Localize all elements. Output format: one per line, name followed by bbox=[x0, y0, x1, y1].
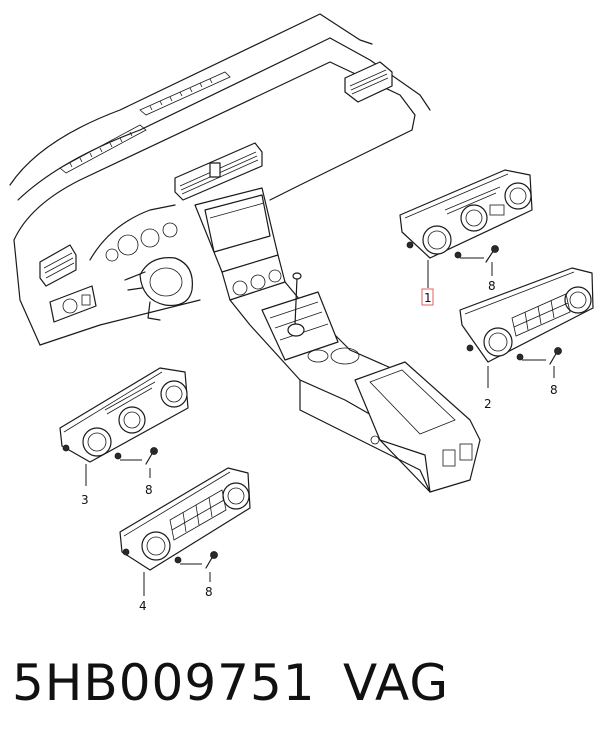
brand-label: VAG bbox=[343, 654, 450, 712]
climate-control-unit-4 bbox=[119, 467, 251, 571]
screw-icon bbox=[485, 245, 499, 263]
defrost-grille bbox=[59, 71, 231, 174]
instrument-cluster bbox=[89, 204, 178, 262]
callout-8b: 8 bbox=[550, 383, 558, 397]
rotary-knob-right bbox=[160, 380, 188, 408]
rotary-knob-right bbox=[504, 182, 532, 210]
rotary-knob-right bbox=[222, 482, 250, 510]
rotary-knob-center bbox=[460, 204, 488, 232]
callout-1-highlight-box bbox=[421, 288, 434, 306]
right-air-vent bbox=[344, 61, 393, 103]
part-number: 5HB009751 bbox=[12, 654, 316, 712]
part-caption: 5HB009751 VAG bbox=[0, 648, 600, 728]
button-grid bbox=[169, 489, 227, 541]
button-grid bbox=[511, 293, 571, 337]
screw-icon bbox=[145, 447, 158, 465]
dashboard-illustration bbox=[9, 13, 481, 493]
center-air-vents bbox=[174, 142, 263, 201]
rotary-knob-center bbox=[118, 406, 146, 434]
callout-8a: 8 bbox=[488, 279, 496, 293]
rotary-knob-right bbox=[564, 286, 592, 314]
left-air-vent bbox=[39, 244, 77, 287]
screw-icon bbox=[549, 347, 562, 365]
callout-8d: 8 bbox=[205, 585, 213, 599]
exploded-parts-diagram: 1 8 2 8 bbox=[9, 13, 594, 613]
climate-control-unit-2 bbox=[459, 267, 594, 363]
rotary-knob-left bbox=[483, 327, 513, 357]
rotary-knob-left bbox=[422, 225, 452, 255]
rotary-knob-left bbox=[141, 531, 171, 561]
center-console bbox=[229, 272, 481, 493]
steering-wheel-hub bbox=[124, 257, 193, 321]
callout-2: 2 bbox=[484, 397, 492, 411]
screw-icon bbox=[205, 551, 218, 569]
callout-4: 4 bbox=[139, 599, 147, 613]
callout-8c: 8 bbox=[145, 483, 153, 497]
center-stack bbox=[194, 187, 286, 301]
callout-1: 1 bbox=[424, 291, 432, 305]
light-switch-panel bbox=[49, 285, 97, 323]
climate-control-unit-1 bbox=[399, 169, 533, 259]
callout-3: 3 bbox=[81, 493, 89, 507]
climate-control-unit-3 bbox=[59, 367, 189, 463]
rotary-knob-left bbox=[82, 427, 112, 457]
